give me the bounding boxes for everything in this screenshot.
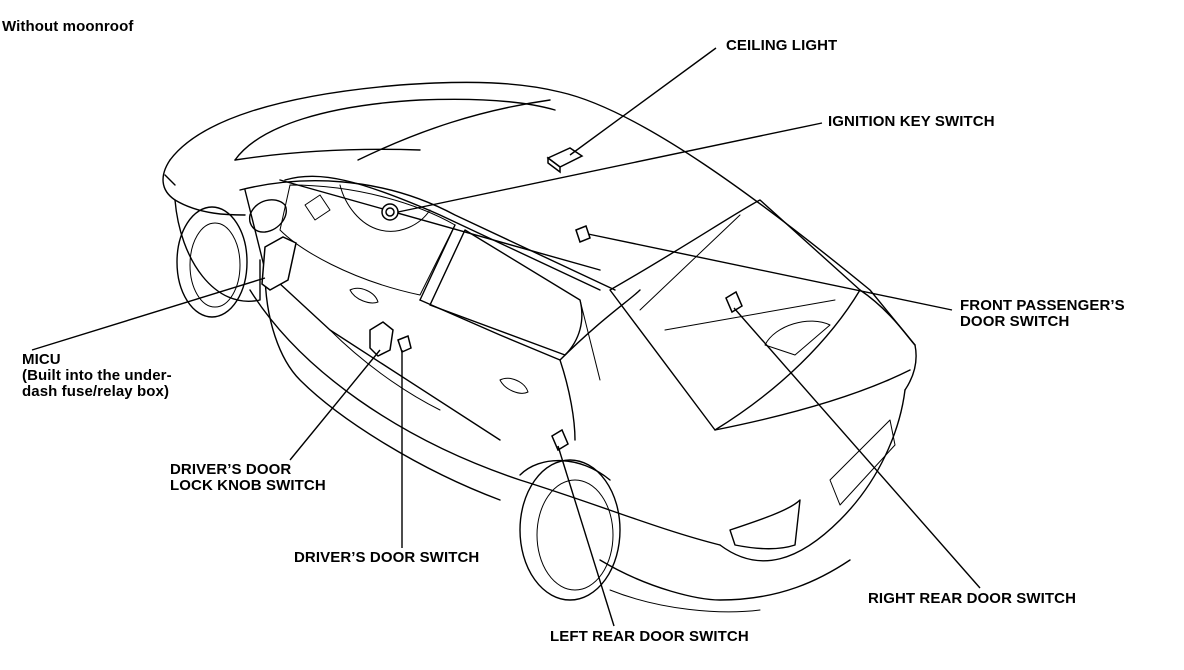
label-line: dash fuse/relay box)	[22, 383, 170, 400]
label-drivers-door-switch: DRIVER’S DOOR SWITCH	[294, 549, 480, 566]
right-rear-door-switch-part	[725, 290, 743, 314]
label-ignition-key-switch: IGNITION KEY SWITCH	[828, 113, 995, 130]
label-front-passenger-door-switch: FRONT PASSENGER’S DOOR SWITCH	[960, 298, 1125, 330]
lock-knob-switch-part	[369, 321, 394, 357]
ignition-key-switch-part	[381, 203, 399, 221]
label-lock-knob-switch: DRIVER’S DOOR LOCK KNOB SWITCH	[170, 462, 326, 494]
front-passenger-door-switch-part	[575, 225, 591, 243]
leader-ignition-key	[397, 122, 823, 213]
ceiling-light-part	[546, 147, 584, 174]
label-left-rear-door-switch: LEFT REAR DOOR SWITCH	[550, 628, 749, 645]
leader-right-rear	[733, 307, 981, 589]
label-line: DRIVER’S DOOR	[170, 461, 292, 478]
car-outline	[162, 81, 917, 613]
label-ceiling-light: CEILING LIGHT	[726, 37, 838, 54]
left-rear-door-switch-part	[551, 428, 569, 452]
drivers-door-switch-part	[397, 334, 412, 354]
label-line: (Built into the under-	[22, 367, 172, 384]
leader-lock-knob	[289, 349, 381, 461]
label-right-rear-door-switch: RIGHT REAR DOOR SWITCH	[868, 590, 1077, 607]
diagram-caption: Without moonroof	[2, 18, 134, 35]
label-line: MICU	[22, 351, 61, 368]
leader-ceiling-light	[569, 47, 717, 156]
leader-micu	[31, 277, 266, 351]
leader-left-rear	[557, 445, 615, 627]
leader-front-passenger	[587, 233, 953, 311]
label-line: FRONT PASSENGER’S	[960, 297, 1125, 314]
label-line: LOCK KNOB SWITCH	[170, 477, 326, 494]
label-micu: MICU (Built into the under- dash fuse/re…	[22, 352, 172, 400]
micu-part	[261, 236, 297, 291]
label-line: DOOR SWITCH	[960, 313, 1070, 330]
